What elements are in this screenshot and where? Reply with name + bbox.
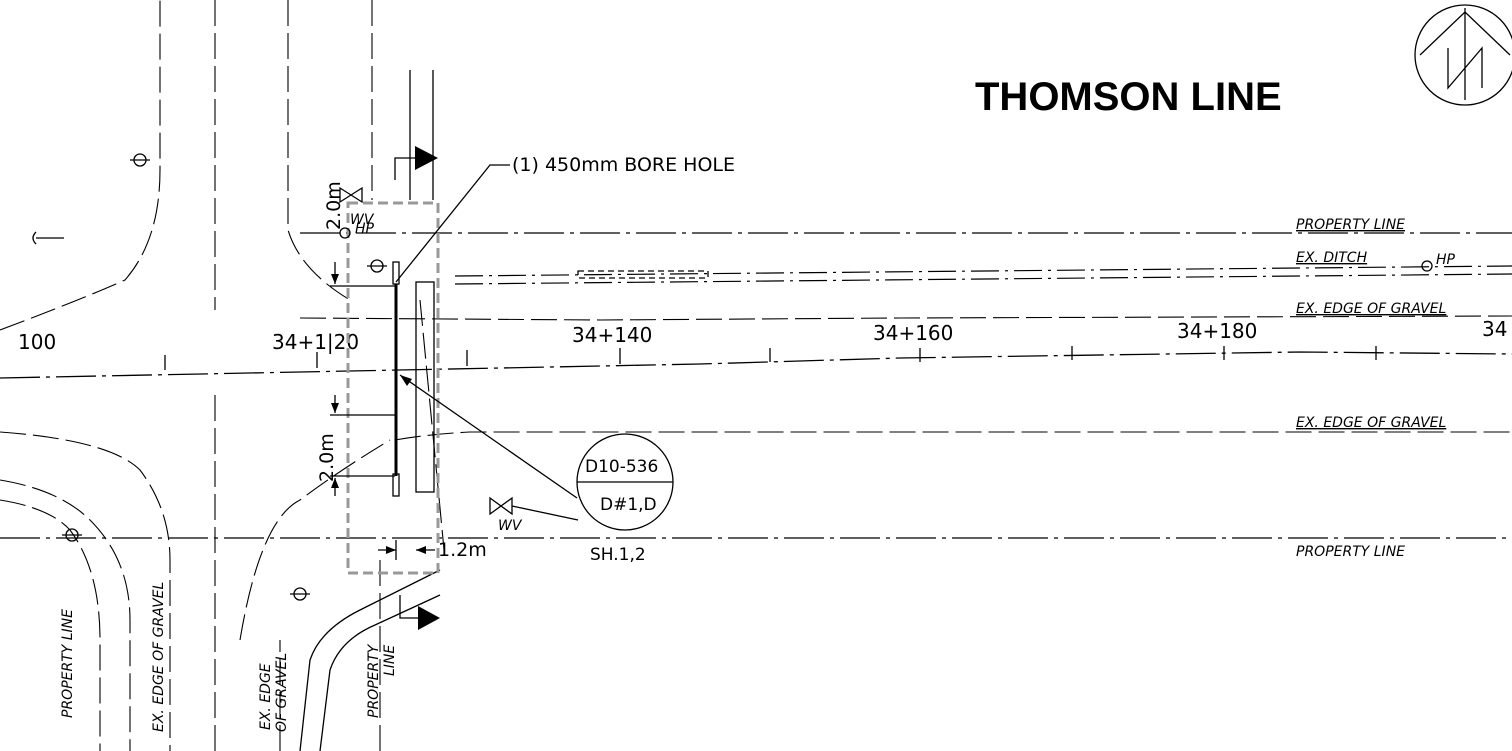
label-vertical-ex-edge-line2: OF GRAVEL xyxy=(274,653,290,732)
left-road-edge-5 xyxy=(0,479,131,751)
bore-hole-leader xyxy=(395,164,510,283)
section-cut-top xyxy=(394,146,438,180)
detail-bubble-sheet: SH.1,2 xyxy=(590,545,646,565)
left-road-edge-6 xyxy=(0,499,101,751)
hp-marker-left xyxy=(339,227,351,239)
detail-bubble-bottom: D#1,D xyxy=(600,495,657,515)
bore-hole-callout: (1) 450mm BORE HOLE xyxy=(512,154,735,176)
label-vertical-property-line-mid2: LINE xyxy=(382,645,398,676)
left-road-edge-4 xyxy=(0,431,171,751)
label-ex-ditch: EX. DITCH xyxy=(1296,250,1368,266)
station-label-34-140: 34+140 xyxy=(572,323,652,347)
label-property-line-bottom: PROPERTY LINE xyxy=(1296,544,1405,560)
dimension-bottom: 2.0m xyxy=(316,395,395,496)
svg-text:1.2m: 1.2m xyxy=(438,539,487,561)
station-label-34-120: 34+1|20 xyxy=(272,330,359,354)
receiving-pit xyxy=(415,281,435,493)
water-valve-top-icon xyxy=(339,186,363,204)
water-valve-icon xyxy=(489,496,579,521)
edge-gravel-bottom xyxy=(394,431,1512,441)
edge-gravel-top xyxy=(299,315,1512,321)
detail-bubble-top: D10-536 xyxy=(585,457,658,477)
detail-bubble: D10-536 D#1,D SH.1,2 xyxy=(576,433,674,565)
wv-label-top: WV xyxy=(350,212,375,228)
ditch-line-b xyxy=(454,273,1512,285)
label-property-line-top: PROPERTY LINE xyxy=(1296,217,1405,233)
culvert-marker xyxy=(577,270,709,279)
hp-label-left: HP xyxy=(355,221,375,237)
station-label-34: 34 xyxy=(1482,317,1507,341)
detail-leader-arrow xyxy=(400,375,412,386)
left-road-edge-3 xyxy=(287,0,351,301)
work-area-boundary xyxy=(346,201,440,575)
label-hp-right: HP xyxy=(1436,252,1456,268)
wv-label-bottom: WV xyxy=(498,518,523,534)
bore-pit-top xyxy=(392,261,400,285)
label-vertical-property-line-left: PROPERTY LINE xyxy=(60,609,76,718)
road-curve-lower-a xyxy=(299,569,441,751)
label-vertical-ex-edge-gravel-left: EX. EDGE OF GRAVEL xyxy=(151,582,167,732)
label-vertical-property-line-mid1: PROPERTY xyxy=(366,643,382,718)
label-ex-edge-gravel-top: EX. EDGE OF GRAVEL xyxy=(1296,301,1446,317)
station-label-100: 100 xyxy=(18,330,56,354)
station-ticks xyxy=(164,346,1377,370)
dimension-top: 2.0m xyxy=(323,181,395,287)
svg-text:2.0m: 2.0m xyxy=(323,181,345,230)
vertical-line-right-3 xyxy=(419,299,446,561)
road-centerline xyxy=(0,351,1512,379)
road-curve-lower-b xyxy=(319,594,441,751)
ditch-line-a xyxy=(454,265,1512,277)
svg-text:2.0m: 2.0m xyxy=(316,433,338,482)
north-arrow-icon xyxy=(1414,4,1512,106)
station-label-34-160: 34+160 xyxy=(873,321,953,345)
label-vertical-ex-edge-line1: EX. EDGE xyxy=(258,663,274,730)
drawing-title: THOMSON LINE xyxy=(975,75,1282,119)
bore-pit-bottom xyxy=(392,473,400,497)
utility-pole-icon xyxy=(62,153,387,601)
dimension-width: 1.2m xyxy=(378,539,487,561)
station-label-34-180: 34+180 xyxy=(1177,319,1257,343)
hp-marker-right xyxy=(1421,260,1433,272)
detail-leader xyxy=(399,374,578,499)
left-road-edge-1 xyxy=(0,0,161,331)
left-road-edge-8 xyxy=(239,439,391,641)
label-ex-edge-gravel-bottom: EX. EDGE OF GRAVEL xyxy=(1296,415,1446,431)
guy-anchor-icon xyxy=(32,231,64,245)
section-cut-bottom xyxy=(399,595,440,630)
